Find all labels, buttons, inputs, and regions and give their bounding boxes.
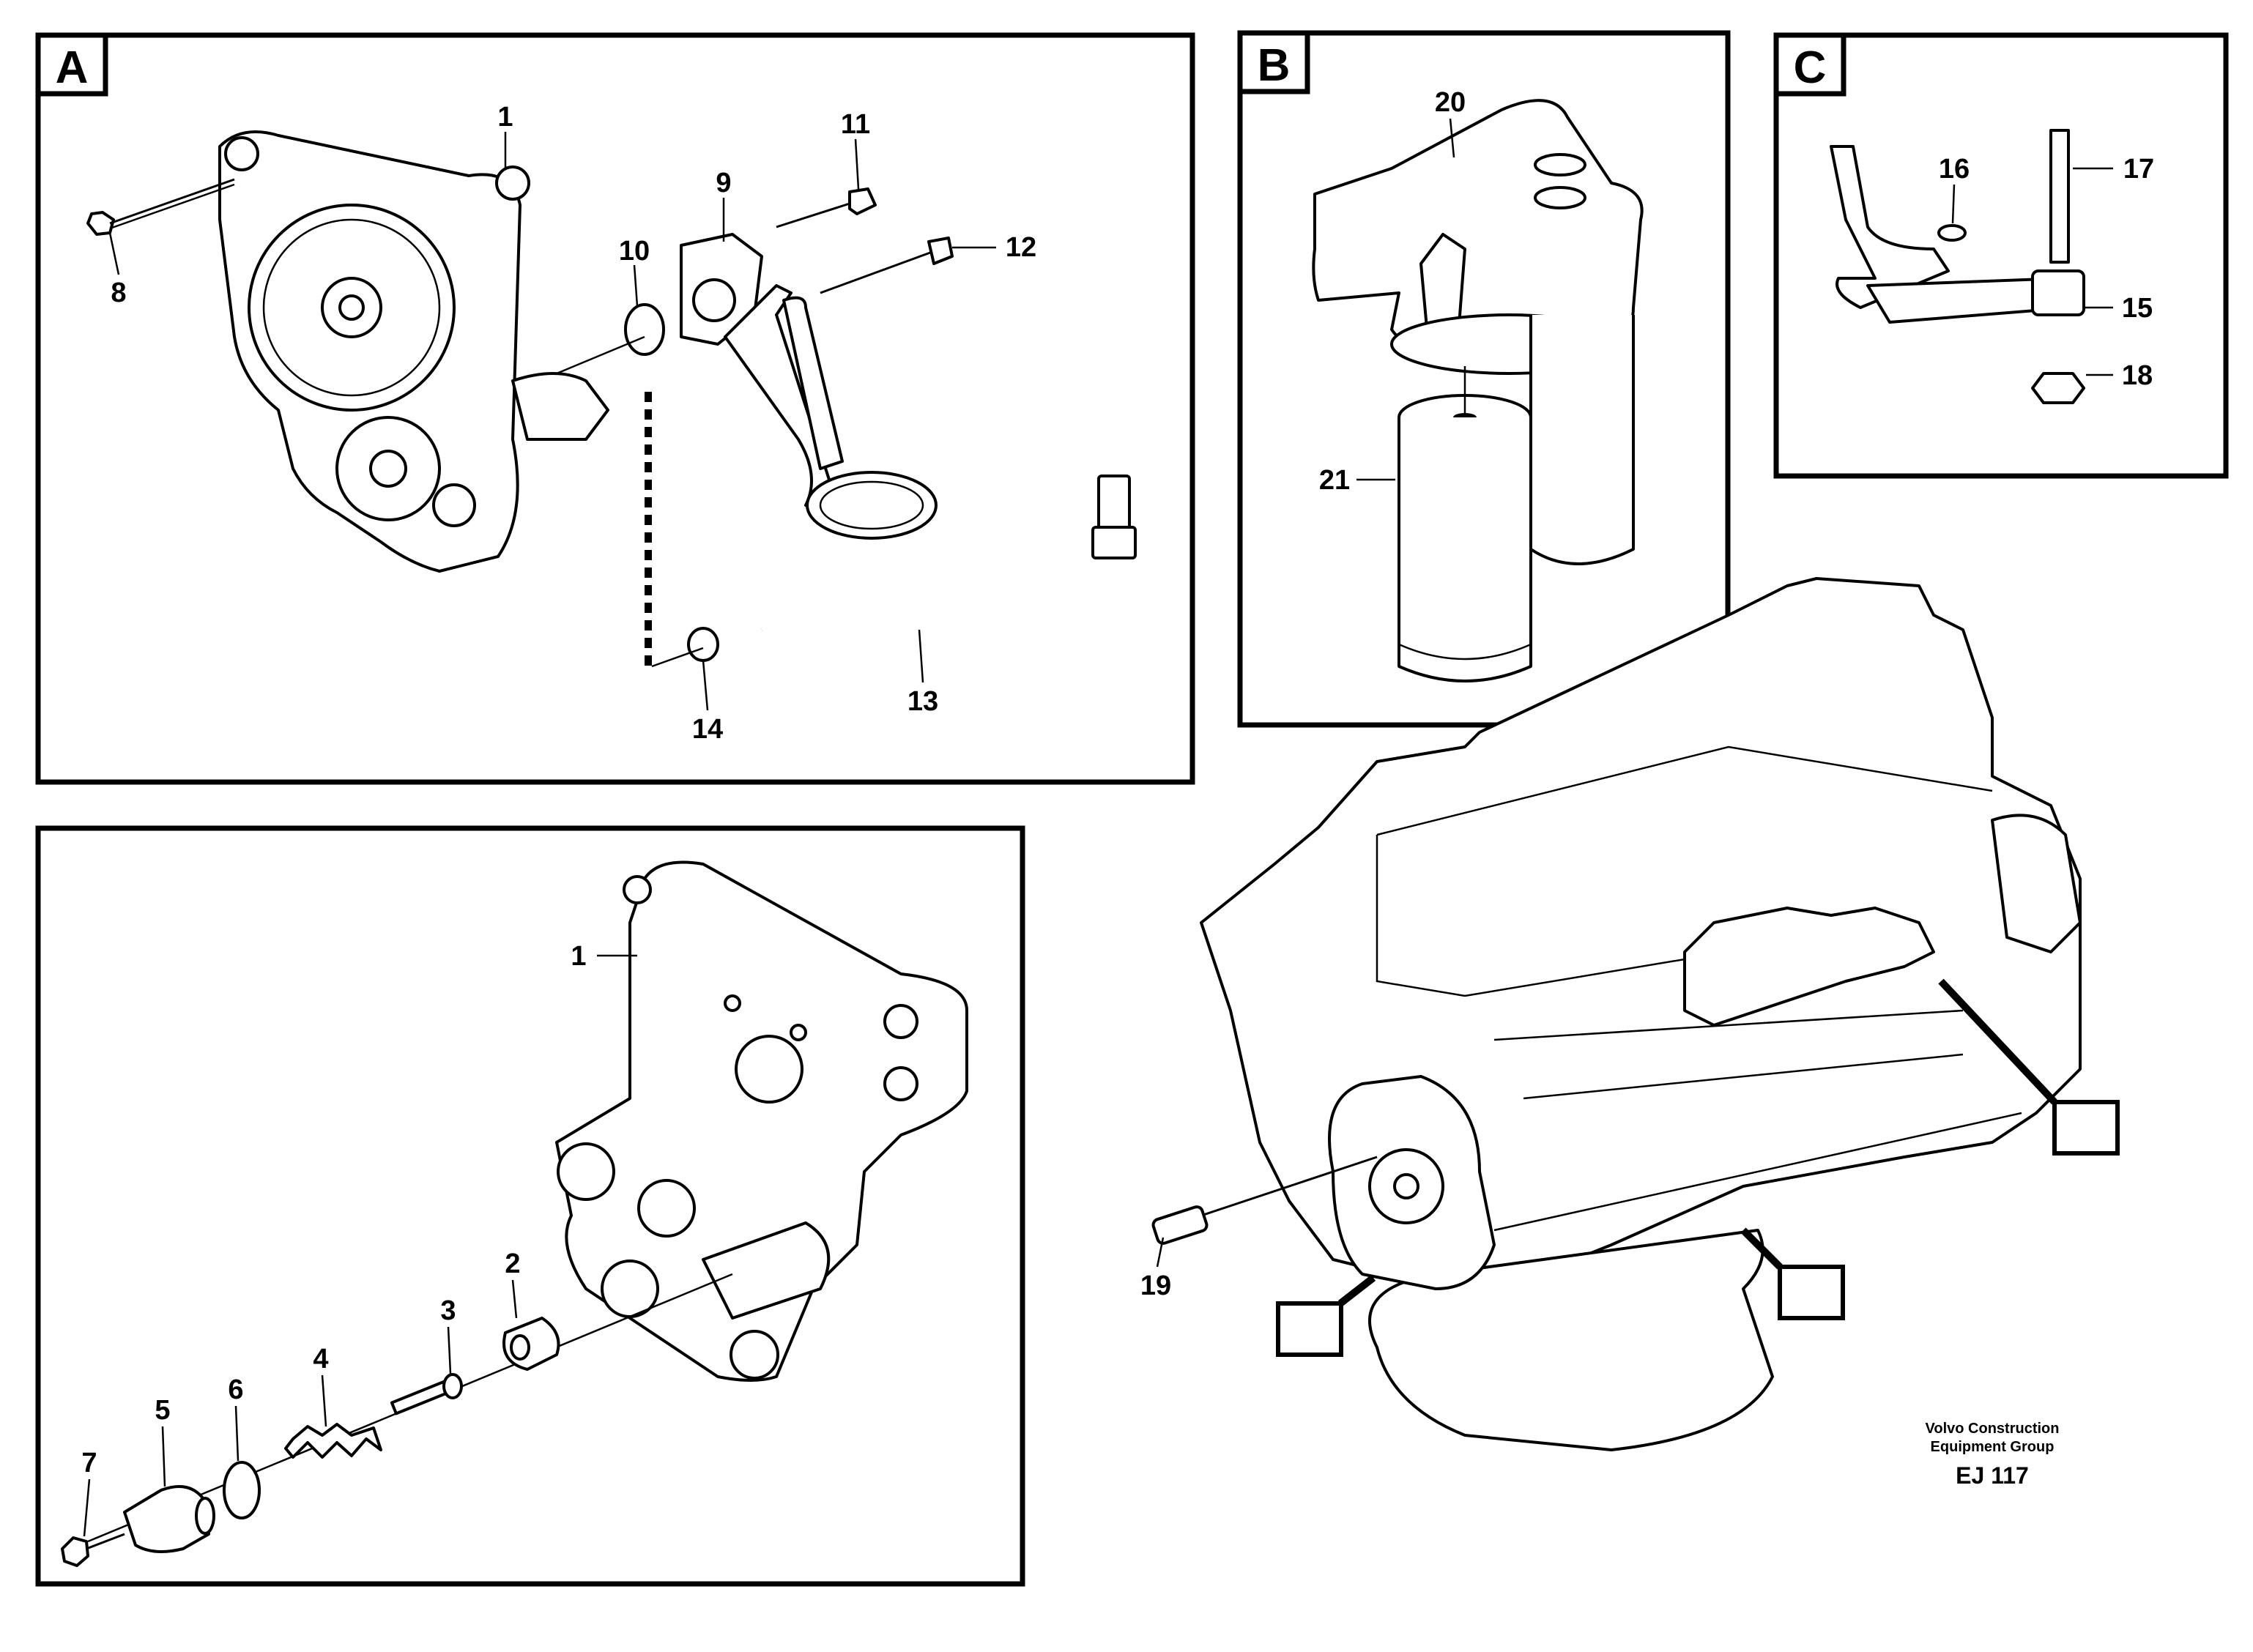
panel-a-tag-box [35,32,108,97]
filter-cartridge-back [1529,315,1635,565]
engine-pump [1328,1075,1496,1290]
panel-valve: 1 2 3 4 5 6 7 [35,825,1025,1587]
label-9: 9 [716,168,731,198]
pump-housing-1 [555,860,968,1382]
nut-18 [2031,372,2085,404]
engine-tag-a [1276,1275,1376,1357]
label-16: 16 [1939,154,1970,185]
label-13: 13 [907,686,938,717]
spring-4 [284,1423,382,1459]
panel-b-tag: B [1258,40,1291,91]
oil-filter-21 [1398,394,1532,682]
label-valve-1: 1 [571,941,586,972]
label-1: 1 [497,102,513,133]
bolt-7 [61,1533,125,1567]
panel-b: B 20 21 [1237,30,1731,728]
label-14: 14 [692,714,723,745]
label-4: 4 [313,1344,328,1374]
panel-a-tag: A [56,42,89,93]
panel-a-frame [35,32,1195,785]
stud-17 [2049,129,2070,264]
label-6: 6 [228,1374,243,1405]
pipe-19 [1151,1156,1378,1245]
engine-overview: 19 [1140,577,2120,1451]
label-8: 8 [111,278,126,308]
seal-14 [687,627,719,662]
label-3: 3 [440,1295,456,1326]
label-18: 18 [2122,360,2153,391]
label-5: 5 [155,1395,170,1426]
bracket-15 [1830,145,2085,324]
panel-c-tag-box [1773,32,1846,97]
oil-pipe-13 [760,475,1137,642]
label-11: 11 [841,109,870,140]
company-line-2: Equipment Group [1931,1439,2055,1455]
label-2: 2 [505,1249,520,1279]
oil-pump [218,130,609,573]
label-15: 15 [2122,293,2153,324]
engine-tag-c [1740,1227,1845,1320]
drawing-code: EJ 117 [1956,1462,2029,1489]
o-ring-6 [223,1461,261,1519]
plug-5 [123,1485,215,1553]
o-ring-16 [1937,224,1967,242]
piston-3 [390,1373,463,1415]
panel-valve-frame [35,825,1025,1587]
panel-b-frame [1237,30,1731,728]
label-12: 12 [1006,232,1036,263]
panel-c: C 16 17 15 18 [1773,32,2229,479]
o-ring-10 [624,303,665,356]
bolt-8 [86,178,235,236]
engine-tag-b [1938,978,2120,1156]
panel-a: A [35,32,1195,785]
bolt-11 [776,187,877,228]
label-19: 19 [1140,1270,1171,1301]
label-17: 17 [2123,154,2154,185]
company-line-1: Volvo Construction [1926,1421,2060,1437]
label-21: 21 [1319,465,1350,496]
suction-pipe-9 [680,233,938,540]
label-7: 7 [81,1448,97,1478]
label-20: 20 [1435,87,1466,118]
panel-c-tag: C [1794,42,1827,93]
panel-c-frame [1773,32,2229,479]
panel-b-tag-box [1237,30,1310,94]
label-10: 10 [619,236,650,267]
bolt-12 [820,237,954,294]
valve-sleeve-2 [502,1317,560,1371]
